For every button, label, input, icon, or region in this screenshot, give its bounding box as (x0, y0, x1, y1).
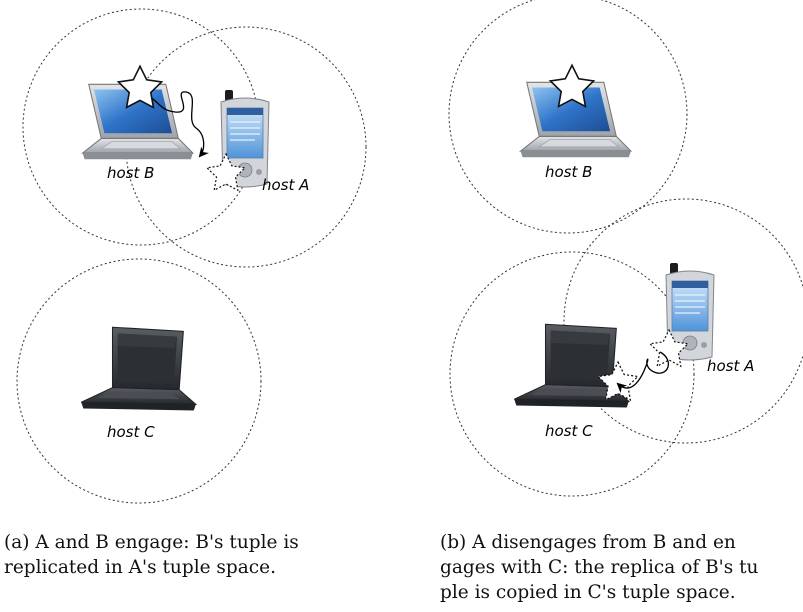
caption-b: (b) A disengages from B and en gages wit… (440, 530, 800, 605)
host-b-label: host B (107, 164, 154, 182)
range-circle-host-a (563, 198, 803, 444)
panel-b: host B host A host C (448, 0, 803, 497)
caption-b-line1: (b) A disengages from B and en (440, 532, 736, 553)
copy-arrow (616, 351, 670, 394)
range-circle-host-a (125, 26, 367, 268)
host-a-label: host A (707, 357, 754, 375)
host-a-label: host A (262, 176, 309, 194)
range-circle-host-c (16, 258, 262, 504)
caption-a-line1: (a) A and B engage: B's tuple is (4, 532, 299, 553)
replication-arrow (140, 91, 209, 158)
caption-a: (a) A and B engage: B's tuple is replica… (4, 530, 394, 580)
range-circle-host-b (448, 0, 688, 234)
host-c-label: host C (545, 422, 593, 440)
laptop-host-c-icon (80, 326, 197, 412)
caption-a-line2: replicated in A's tuple space. (4, 557, 276, 578)
diagram-canvas: host B host A host C host B host A host … (16, 0, 803, 504)
host-b-label: host B (545, 163, 592, 181)
range-circle-host-c (449, 251, 695, 497)
caption-b-line2: gages with C: the replica of B's tu (440, 557, 759, 578)
host-c-label: host C (107, 423, 155, 441)
caption-b-line3: ple is copied in C's tuple space. (440, 582, 736, 603)
panel-a: host B host A host C (16, 8, 367, 504)
